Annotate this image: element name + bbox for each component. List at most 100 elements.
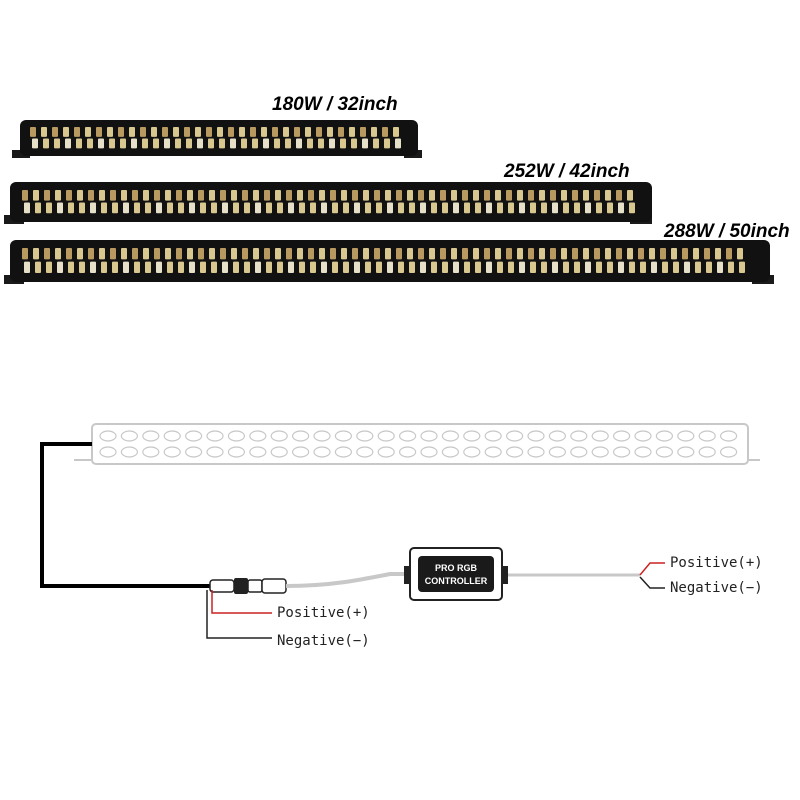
led-chip xyxy=(107,127,113,137)
led-chip xyxy=(451,248,457,260)
led-chip xyxy=(607,261,613,273)
led-chip xyxy=(530,202,536,214)
led-chip xyxy=(308,248,314,260)
led-chip xyxy=(418,190,424,201)
led-chip xyxy=(618,202,624,214)
led-chip xyxy=(385,190,391,201)
led-chip xyxy=(244,202,250,214)
led-chip xyxy=(87,138,93,149)
main-cable xyxy=(40,442,210,588)
led-chip xyxy=(409,202,415,214)
outline-led xyxy=(591,430,609,442)
outline-housing xyxy=(91,423,749,465)
led-chip xyxy=(638,248,644,260)
outline-led xyxy=(377,430,395,442)
led-chip xyxy=(123,202,129,214)
led-chip xyxy=(473,248,479,260)
led-chip xyxy=(572,248,578,260)
outline-led xyxy=(677,446,695,458)
outline-led xyxy=(591,446,609,458)
led-chip xyxy=(63,127,69,137)
led-chip xyxy=(329,138,335,149)
led-chip xyxy=(682,248,688,260)
led-chip xyxy=(264,248,270,260)
outline-led xyxy=(206,430,224,442)
led-chip xyxy=(297,190,303,201)
led-chip xyxy=(57,261,63,273)
led-chip xyxy=(376,202,382,214)
led-chip xyxy=(167,261,173,273)
led-chip xyxy=(517,190,523,201)
led-chip xyxy=(209,190,215,201)
led-chip xyxy=(112,261,118,273)
led-chip xyxy=(332,202,338,214)
led-chip xyxy=(261,127,267,137)
led-chip xyxy=(239,127,245,137)
led-chip xyxy=(343,202,349,214)
led-chip xyxy=(550,190,556,201)
bar-housing xyxy=(10,240,770,282)
controller-label-line2: CONTROLLER xyxy=(425,576,488,586)
led-chip xyxy=(294,127,300,137)
outline-led xyxy=(356,430,374,442)
led-chip xyxy=(396,248,402,260)
led-chip xyxy=(154,248,160,260)
led-chip xyxy=(660,248,666,260)
led-chip xyxy=(418,248,424,260)
led-chip xyxy=(497,261,503,273)
outline-led xyxy=(399,430,417,442)
led-chip xyxy=(407,190,413,201)
outline-led xyxy=(356,446,374,458)
led-chip xyxy=(341,190,347,201)
led-chip xyxy=(473,190,479,201)
led-chip xyxy=(442,261,448,273)
led-chip xyxy=(55,248,61,260)
output-positive-label: Positive(+) xyxy=(670,555,763,571)
led-chip xyxy=(594,190,600,201)
led-chip xyxy=(330,248,336,260)
led-chip xyxy=(96,127,102,137)
led-chip xyxy=(197,138,203,149)
led-chip xyxy=(629,261,635,273)
output-positive-wire xyxy=(639,562,665,576)
outline-led xyxy=(527,446,545,458)
outline-led xyxy=(249,446,267,458)
led-chip xyxy=(143,190,149,201)
led-chip xyxy=(33,190,39,201)
outline-led xyxy=(227,446,245,458)
led-chip xyxy=(296,138,302,149)
outline-led xyxy=(677,430,695,442)
led-chip xyxy=(222,261,228,273)
outline-led xyxy=(185,446,203,458)
led-chip xyxy=(616,190,622,201)
led-chip xyxy=(288,202,294,214)
led-chip xyxy=(44,190,50,201)
led-chip xyxy=(318,138,324,149)
led-chip xyxy=(299,261,305,273)
led-chip xyxy=(198,248,204,260)
led-chip xyxy=(208,138,214,149)
led-chip xyxy=(572,190,578,201)
led-chip xyxy=(385,248,391,260)
led-chip xyxy=(165,190,171,201)
outline-led xyxy=(334,430,352,442)
led-chip xyxy=(453,202,459,214)
led-chip xyxy=(506,248,512,260)
led-chip xyxy=(396,190,402,201)
led-chip xyxy=(561,248,567,260)
light-bar-288w: 288W / 50inch xyxy=(4,221,790,284)
outline-led xyxy=(698,430,716,442)
led-chip xyxy=(596,202,602,214)
led-chip xyxy=(539,190,545,201)
led-chip xyxy=(79,202,85,214)
outline-led xyxy=(120,446,138,458)
led-chip xyxy=(132,190,138,201)
led-chip xyxy=(541,202,547,214)
led-chip xyxy=(109,138,115,149)
led-chip xyxy=(173,127,179,137)
input-negative-wire xyxy=(206,590,272,639)
led-chip xyxy=(231,248,237,260)
led-chip xyxy=(382,127,388,137)
led-chip xyxy=(486,261,492,273)
led-chip xyxy=(373,138,379,149)
